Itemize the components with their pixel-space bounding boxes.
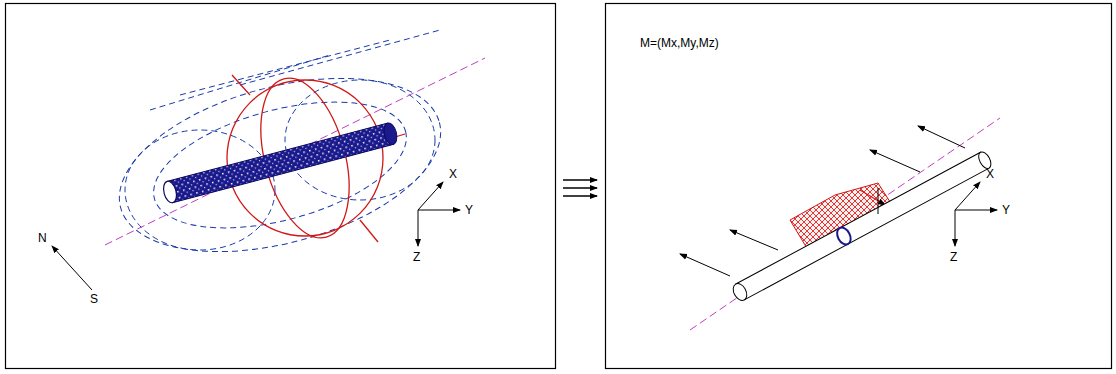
pipe bbox=[161, 122, 399, 205]
axis-label: X bbox=[449, 168, 457, 180]
axes-left bbox=[418, 182, 460, 246]
north-arrow bbox=[52, 246, 92, 290]
pipe-axis bbox=[105, 58, 485, 245]
axes-right bbox=[955, 182, 997, 246]
left-panel bbox=[6, 4, 556, 369]
axis-label: X bbox=[986, 168, 994, 180]
force-arrows bbox=[680, 126, 965, 276]
pipe-axis bbox=[690, 118, 1000, 330]
moment-label: M=(Mx,My,Mz) bbox=[640, 37, 719, 49]
axis-label: Z bbox=[413, 251, 420, 263]
axis-label: Z bbox=[950, 251, 957, 263]
axis-label: Y bbox=[1002, 204, 1010, 216]
moment-arrow bbox=[860, 190, 885, 205]
pipe-outline bbox=[730, 150, 993, 303]
axis-label: Y bbox=[465, 204, 473, 216]
transform-arrows bbox=[563, 180, 597, 196]
right-panel bbox=[606, 4, 1112, 369]
compass-label: S bbox=[90, 293, 98, 305]
compass-label: N bbox=[38, 232, 47, 244]
field-lines bbox=[100, 30, 459, 283]
